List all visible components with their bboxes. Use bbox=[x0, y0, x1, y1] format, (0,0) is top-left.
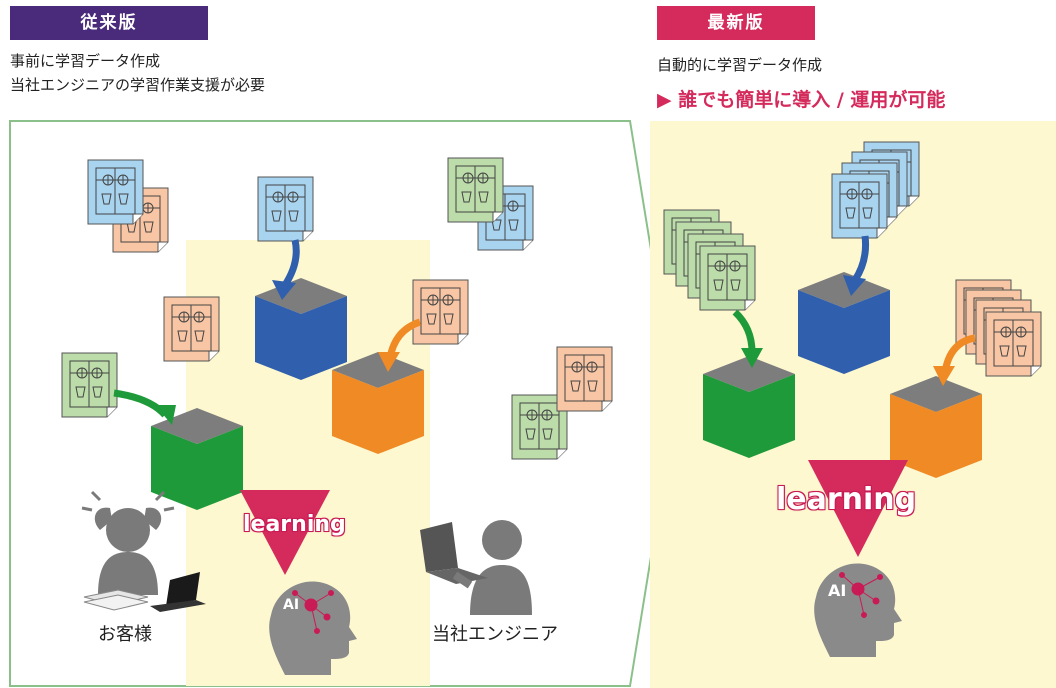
document-icon bbox=[986, 312, 1041, 376]
green-box bbox=[151, 408, 243, 510]
ai-head bbox=[269, 581, 357, 675]
document-icon bbox=[88, 160, 143, 224]
document-icon bbox=[258, 177, 313, 241]
document-icon bbox=[413, 280, 468, 344]
ai-label: AI bbox=[283, 597, 300, 613]
engineer-icon bbox=[420, 520, 532, 615]
engineer-label: 当社エンジニア bbox=[432, 624, 558, 645]
paper-stack-icon bbox=[83, 589, 149, 611]
blue-arrow bbox=[282, 239, 300, 287]
blue-arrow bbox=[852, 235, 869, 282]
green-box bbox=[703, 356, 795, 458]
customer-icon bbox=[81, 490, 175, 595]
document-icon bbox=[164, 297, 219, 361]
document-icon bbox=[832, 174, 887, 238]
document-icon bbox=[62, 353, 117, 417]
customer-label: お客様 bbox=[98, 624, 152, 645]
document-icon bbox=[557, 347, 612, 411]
blue-box bbox=[798, 272, 890, 374]
laptop-icon bbox=[150, 572, 206, 612]
learning-triangle bbox=[808, 460, 908, 557]
old-version-badge: 従来版 bbox=[10, 6, 208, 40]
learning-label: learning bbox=[775, 481, 917, 518]
document-icon bbox=[448, 158, 503, 222]
learning-triangle bbox=[240, 490, 330, 575]
old-version-desc-2: 当社エンジニアの学習作業支援が必要 bbox=[10, 76, 266, 94]
new-version-badge: 最新版 bbox=[657, 6, 815, 40]
new-version-desc-1: 自動的に学習データ作成 bbox=[657, 56, 823, 74]
blue-box bbox=[255, 278, 347, 380]
document-icon bbox=[700, 246, 755, 310]
learning-label: learning bbox=[242, 511, 347, 538]
old-version-desc-1: 事前に学習データ作成 bbox=[10, 52, 161, 70]
ai-label: AI bbox=[828, 581, 847, 600]
ai-head bbox=[814, 563, 902, 657]
new-version-promo: ▶ 誰でも簡単に導入 / 運用が可能 bbox=[657, 89, 946, 111]
orange-box bbox=[332, 352, 424, 454]
